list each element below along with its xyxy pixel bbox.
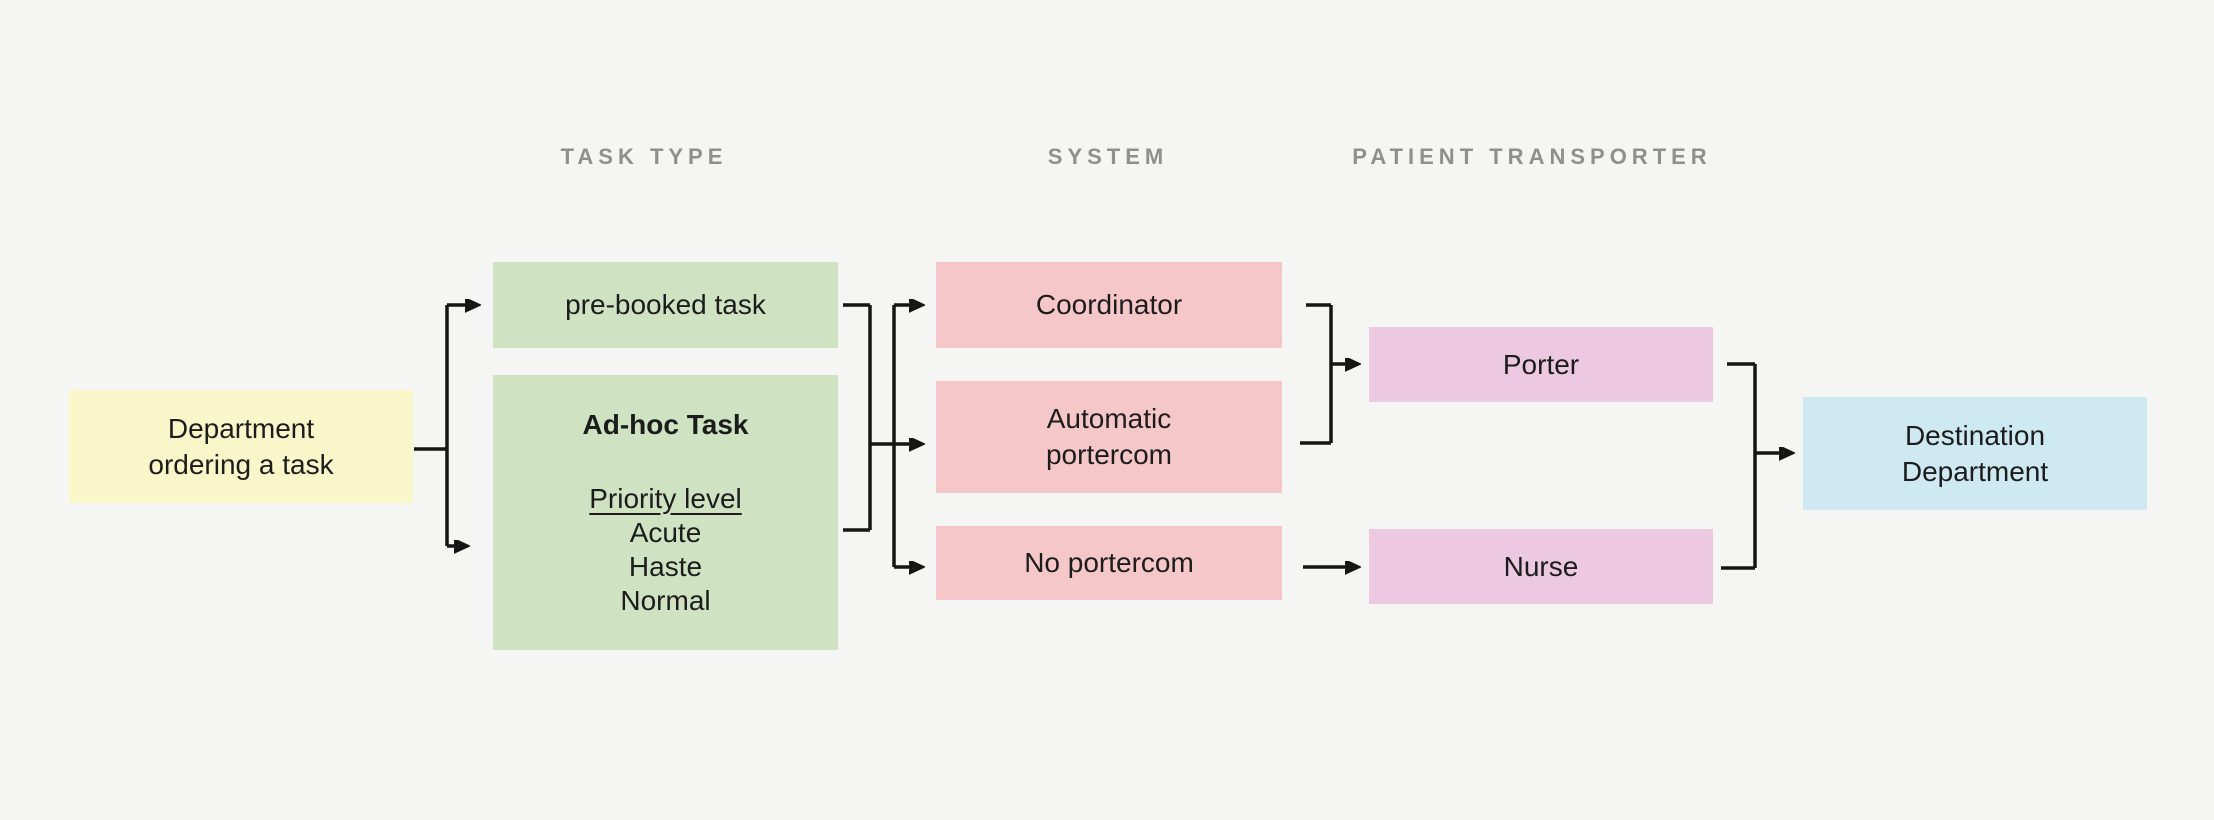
node-no-portercom[interactable]: No portercom (936, 526, 1282, 600)
priority-level-heading: Priority level (589, 482, 742, 514)
node-coordinator[interactable]: Coordinator (936, 262, 1282, 348)
node-label-line: Department (1901, 455, 2049, 487)
node-label-line: Coordinator (1035, 289, 1183, 320)
priority-level-item: Haste (628, 550, 703, 582)
node-label-line: portercom (1045, 439, 1173, 470)
node-ad-hoc-task[interactable]: Ad-hoc Task Priority level Acute Haste N… (493, 375, 838, 650)
node-label-line: Department (167, 412, 315, 444)
column-header-system: SYSTEM (1047, 144, 1169, 169)
node-label-line: Destination (1904, 419, 2046, 451)
node-department-ordering-task[interactable]: Department ordering a task (69, 390, 413, 503)
node-automatic-portercom[interactable]: Automatic portercom (936, 381, 1282, 493)
column-header-patient-transporter: PATIENT TRANSPORTER (1352, 144, 1712, 169)
priority-level-item: Normal (620, 584, 711, 616)
node-label-line: pre-booked task (565, 289, 766, 320)
node-label-line: Nurse (1503, 550, 1579, 582)
node-pre-booked-task[interactable]: pre-booked task (493, 262, 838, 348)
node-label-line: No portercom (1024, 547, 1194, 578)
column-header-task-type: TASK TYPE (560, 144, 728, 169)
node-label-line: ordering a task (148, 448, 334, 480)
node-porter[interactable]: Porter (1369, 327, 1713, 402)
adhoc-task-title: Ad-hoc Task (582, 408, 749, 440)
node-label-line: Automatic (1046, 403, 1172, 434)
node-nurse[interactable]: Nurse (1369, 529, 1713, 604)
node-destination-department[interactable]: Destination Department (1803, 397, 2147, 510)
node-label-line: Porter (1502, 348, 1580, 380)
priority-level-item: Acute (629, 516, 702, 548)
